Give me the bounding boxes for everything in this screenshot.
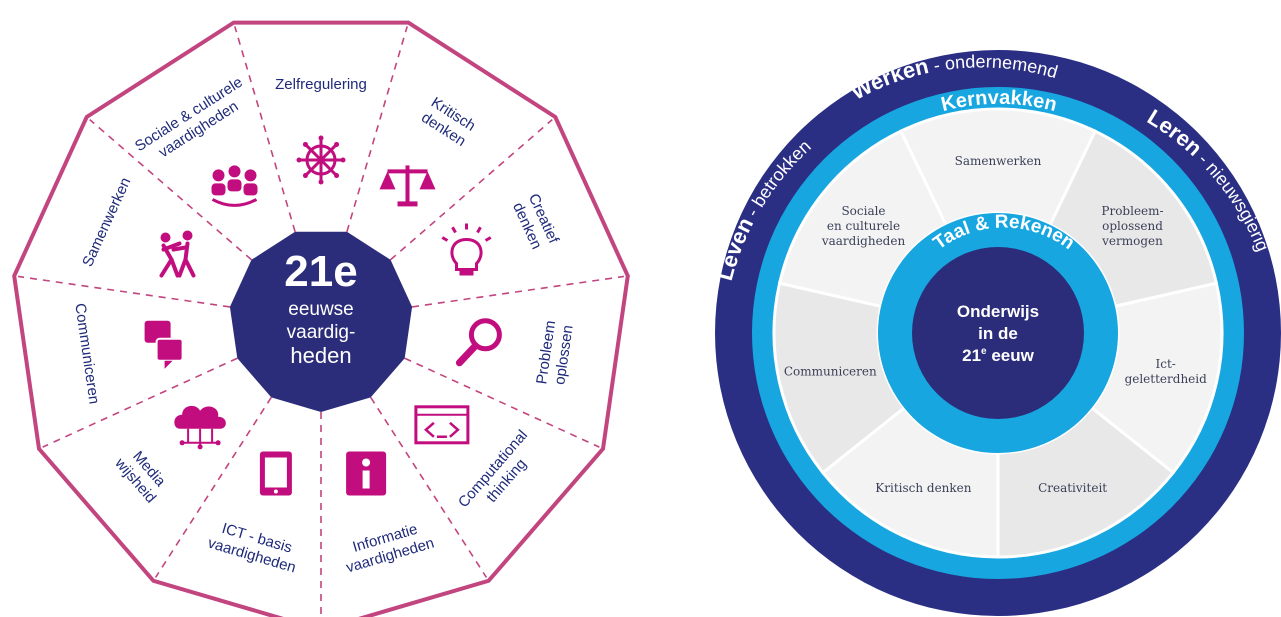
people-working-icon [159, 230, 196, 278]
center-circle [912, 247, 1084, 419]
segment-divider [390, 119, 553, 261]
center-title-big: 21e [284, 247, 357, 296]
magnifier-icon [455, 318, 502, 367]
center-line-1: Onderwijs [957, 302, 1039, 321]
left-segments: KritischdenkenCreatiefdenkenProbleemoplo… [71, 74, 576, 577]
segment-dividers [18, 26, 624, 617]
info-icon [346, 451, 387, 496]
segment-divider [404, 357, 600, 448]
wheel-segment-label: Communiceren [784, 364, 877, 378]
speech-bubbles-icon [144, 320, 184, 369]
segment-divider [154, 396, 272, 578]
segment-divider [234, 26, 296, 232]
segment-divider [370, 396, 488, 578]
center-title: 21e eeuwse vaardig- heden [284, 247, 357, 368]
center-line-2: in de [978, 324, 1018, 343]
center-title-line4: heden [290, 343, 351, 368]
center-title-line2: eeuwse [288, 299, 354, 320]
cloud-network-icon [174, 405, 226, 450]
center-text: Onderwijs in de 21e eeuw [957, 302, 1039, 365]
lightbulb-icon [441, 223, 492, 276]
segment-divider [346, 26, 408, 232]
wheel-segment-label: Ict-geletterdheid [1125, 357, 1208, 386]
center-title-line3: vaardig- [287, 322, 356, 343]
wheel-segment-label: Creativiteit [1038, 481, 1107, 495]
group-icon [211, 165, 258, 207]
wheel-segment-label: Samenwerken [955, 154, 1042, 168]
segment-divider [42, 357, 238, 448]
skill-label: Zelfregulering [275, 76, 367, 93]
scales-icon [379, 165, 436, 207]
skill-segment: Zelfregulering [275, 76, 367, 185]
segment-divider [18, 275, 231, 308]
code-window-icon [414, 405, 470, 445]
tablet-icon [259, 451, 292, 496]
wheel-segment-label: Kritisch denken [875, 481, 972, 495]
left-skills-wheel: KritischdenkenCreatiefdenkenProbleemoplo… [12, 20, 630, 617]
center-hendecagon [229, 231, 413, 412]
center-line-3: 21e eeuw [962, 346, 1035, 365]
ship-wheel-icon [296, 135, 346, 185]
segment-divider [411, 275, 624, 308]
segment-divider [89, 119, 252, 261]
